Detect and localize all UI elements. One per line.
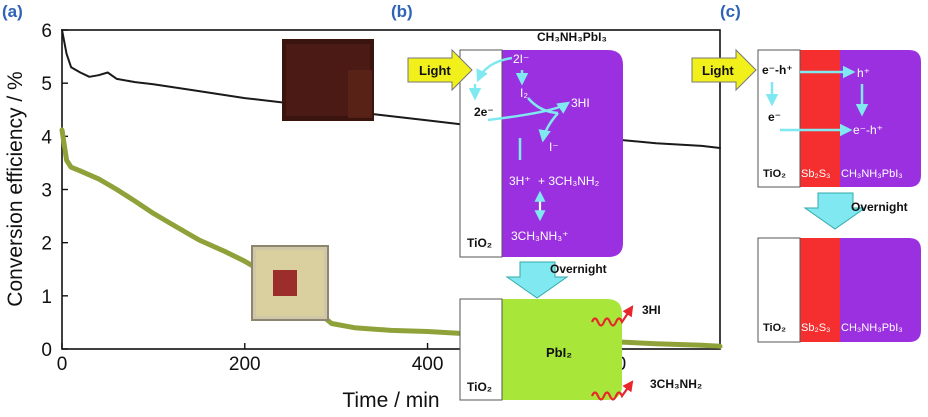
perovskite-label-c-after: CH₃NH₃PbI₃ (841, 322, 903, 334)
x-tick-label-2: 400 (412, 354, 444, 375)
sb2s3-label-c: Sb₂S₃ (801, 168, 831, 180)
sb2s3-label-c-after: Sb₂S₃ (801, 322, 831, 334)
tio2-layer-b (459, 49, 503, 258)
tio2-layer-c (757, 49, 801, 188)
cyan-arrow-to-hi (487, 101, 571, 122)
y-tick-label-3: 3 (41, 181, 52, 202)
pbi2-layer (502, 299, 622, 400)
tio2-label-c: TiO₂ (763, 168, 786, 180)
gas-wave-amine (590, 380, 634, 401)
label-2i: 2I⁻ (513, 52, 529, 66)
light-arrow-b: Light (407, 48, 473, 92)
sb2s3-layer-c-after (800, 238, 840, 342)
label-3hi: 3HI (571, 96, 590, 110)
tio2-label-b-after: TiO₂ (467, 380, 492, 394)
overnight-arrow-c: Overnight (803, 192, 908, 230)
light-arrow-c: Light (691, 48, 757, 92)
panel-label-a: (a) (2, 2, 23, 21)
label-pair-right: e⁻-h⁺ (853, 123, 883, 137)
svg-text:Light: Light (702, 63, 734, 78)
perovskite-layer-c (840, 50, 921, 187)
y-tick-label-4: 4 (41, 127, 52, 148)
diagram-c-before: Light e⁻-h⁺ h⁺ e⁻ e⁻-h⁺ TiO₂ Sb₂S₃ CH₃NH… (691, 48, 921, 188)
panel-label-b: (b) (391, 2, 413, 21)
perovskite-label-c: CH₃NH₃PbI₃ (841, 168, 903, 180)
x-axis-label: Time / min (342, 389, 439, 412)
perovskite-label-b: CH₃NH₃PbI₃ (537, 30, 607, 44)
tio2-label-c-after: TiO₂ (763, 322, 786, 334)
svg-text:Light: Light (419, 63, 451, 78)
x-tick-label-1: 200 (229, 354, 261, 375)
label-i2: I₂ (520, 86, 528, 100)
sb2s3-layer-c (800, 50, 840, 187)
pbi2-label: PbI₂ (546, 345, 572, 360)
gas-label-amine: 3CH₃NH₂ (650, 377, 702, 391)
diagram-c-after: TiO₂ Sb₂S₃ CH₃NH₃PbI₃ (757, 237, 921, 343)
label-2e: 2e⁻ (474, 105, 494, 119)
y-tick-label-6: 6 (41, 21, 52, 42)
panel-label-c: (c) (720, 2, 741, 21)
cyan-arrow-curve-1 (476, 56, 513, 83)
label-i-minus: I⁻ (549, 140, 559, 154)
tio2-layer-c-after (757, 237, 801, 343)
cyan-arrow-to-i (538, 112, 559, 143)
tio2-layer-b-after (459, 298, 503, 401)
diagram-b-before: CH₃NH₃PbI₃ TiO₂ Light 2I⁻ 2e⁻ I₂ 3HI I⁻ … (407, 30, 623, 258)
tio2-label-b: TiO₂ (467, 236, 492, 250)
y-axis-label: Conversion efficiency / % (4, 71, 27, 306)
y-tick-label-5: 5 (41, 74, 52, 95)
perovskite-layer-c-after (840, 238, 921, 342)
y-tick-label-0: 0 (41, 340, 52, 361)
label-3ch3nh3-plus: 3CH₃NH₃⁺ (511, 229, 568, 243)
label-pair-left: e⁻-h⁺ (762, 63, 793, 77)
label-3ch3nh2: + 3CH₃NH₂ (538, 174, 600, 188)
svg-text:Overnight: Overnight (550, 262, 607, 276)
label-3h-plus: 3H⁺ (509, 174, 531, 188)
gas-label-hi: 3HI (642, 303, 661, 317)
y-ticks: 0 1 2 3 4 5 6 (41, 21, 68, 361)
gas-wave-hi (590, 305, 634, 327)
label-hole: h⁺ (857, 66, 870, 80)
y-tick-label-1: 1 (41, 287, 52, 308)
svg-text:Overnight: Overnight (851, 200, 908, 214)
cyan-arrow-merge (527, 97, 559, 115)
diagram-b-after: TiO₂ PbI₂ 3HI 3CH₃NH₂ (459, 298, 702, 401)
inset-photo-dark-film (282, 39, 374, 121)
y-tick-label-2: 2 (41, 234, 52, 255)
overnight-arrow-b: Overnight (505, 261, 607, 299)
label-electron: e⁻ (768, 110, 781, 124)
inset-photo-faded-film (251, 245, 329, 321)
x-tick-label-0: 0 (57, 354, 68, 375)
